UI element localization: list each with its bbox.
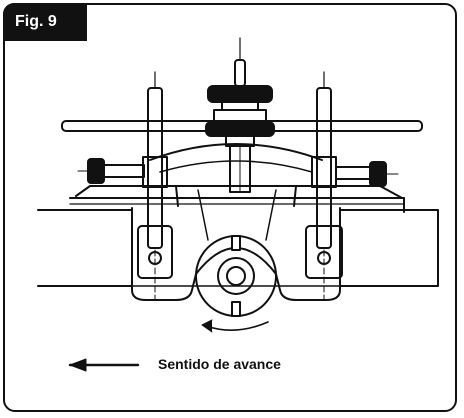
right-post (305, 71, 343, 301)
rotation-arrow (201, 319, 269, 333)
central-shaft (205, 37, 275, 193)
figure-label: Fig. 9 (3, 3, 87, 41)
clamp-body (131, 143, 341, 301)
hub (195, 235, 277, 317)
figure-frame (3, 3, 457, 412)
left-post (137, 71, 173, 301)
feed-direction-caption: Sentido de avance (158, 356, 281, 372)
figure-label-text: Fig. 9 (15, 13, 57, 30)
upper-plate (69, 185, 405, 213)
left-side-screw (77, 158, 145, 184)
right-side-screw (335, 161, 399, 187)
feed-direction-arrow (68, 358, 140, 372)
